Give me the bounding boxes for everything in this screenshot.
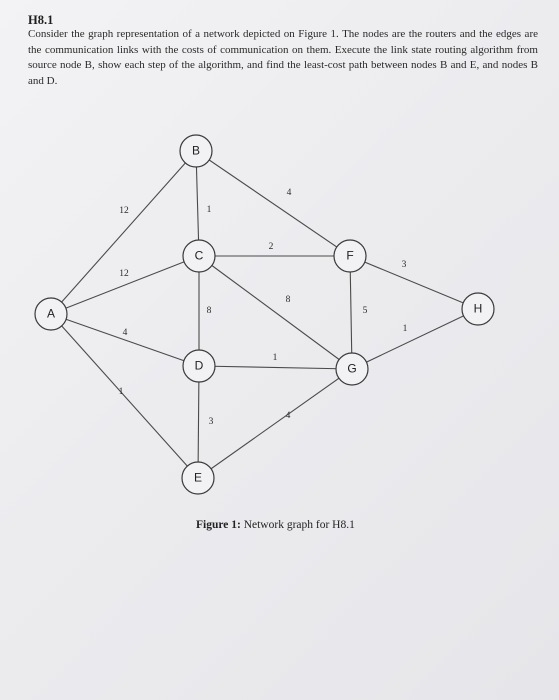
edge-cost-A-D: 4 bbox=[123, 328, 128, 338]
problem-text: Consider the graph representation of a n… bbox=[28, 28, 538, 87]
node-h: H bbox=[461, 292, 495, 326]
node-circle-a bbox=[34, 297, 68, 331]
node-label-g: G bbox=[347, 362, 356, 376]
edge-E-G bbox=[197, 368, 353, 479]
node-circle-g bbox=[335, 352, 369, 386]
edge-B-F bbox=[195, 150, 351, 257]
node-circle-d bbox=[182, 349, 216, 383]
node-b: B bbox=[179, 134, 213, 168]
node-label-c: C bbox=[195, 249, 204, 263]
edge-cost-A-E: 1 bbox=[119, 387, 124, 397]
edge-cost-C-D: 8 bbox=[207, 306, 212, 316]
node-a: A bbox=[34, 297, 68, 331]
edge-cost-A-B: 12 bbox=[119, 206, 129, 216]
node-label-e: E bbox=[194, 471, 202, 485]
edge-D-E bbox=[197, 365, 200, 479]
graph-edges bbox=[50, 150, 479, 479]
edge-A-D bbox=[50, 313, 200, 367]
node-label-f: F bbox=[346, 249, 353, 263]
edge-G-H bbox=[351, 308, 479, 370]
node-circle-e bbox=[181, 461, 215, 495]
node-f: F bbox=[333, 239, 367, 273]
node-label-h: H bbox=[474, 302, 483, 316]
edge-cost-C-F: 2 bbox=[269, 242, 274, 252]
node-e: E bbox=[181, 461, 215, 495]
edge-A-B bbox=[50, 150, 197, 315]
figure-caption: Figure 1: Network graph for H8.1 bbox=[196, 519, 355, 531]
node-circle-f bbox=[333, 239, 367, 273]
node-circle-b bbox=[179, 134, 213, 168]
node-circle-h bbox=[461, 292, 495, 326]
edge-cost-F-G: 5 bbox=[363, 306, 368, 316]
edge-F-H bbox=[349, 255, 479, 310]
edge-cost-A-C: 12 bbox=[119, 269, 129, 279]
node-label-d: D bbox=[195, 359, 204, 373]
edge-B-C bbox=[195, 150, 200, 257]
node-label-a: A bbox=[47, 307, 55, 321]
edge-cost-D-E: 3 bbox=[209, 417, 214, 427]
node-circle-c bbox=[182, 239, 216, 273]
edge-A-C bbox=[50, 255, 200, 315]
edge-A-E bbox=[50, 313, 199, 479]
node-c: C bbox=[182, 239, 216, 273]
figure-caption-text: Network graph for H8.1 bbox=[240, 519, 355, 531]
node-g: G bbox=[335, 352, 369, 386]
edge-cost-E-G: 4 bbox=[286, 411, 291, 421]
edge-cost-C-G: 8 bbox=[286, 295, 291, 305]
node-d: D bbox=[182, 349, 216, 383]
node-label-b: B bbox=[192, 144, 200, 158]
edge-D-G bbox=[198, 365, 353, 370]
edge-C-G bbox=[198, 255, 353, 370]
edge-F-G bbox=[349, 255, 353, 370]
edge-cost-B-C: 1 bbox=[207, 205, 212, 215]
problem-heading: H8.1 bbox=[28, 13, 54, 27]
edge-cost-B-F: 4 bbox=[287, 188, 292, 198]
graph-nodes: A B C D E F G H bbox=[34, 134, 495, 495]
edge-cost-G-H: 1 bbox=[403, 324, 408, 334]
edge-cost-F-H: 3 bbox=[402, 260, 407, 270]
edge-costs: 12 12 4 1 1 4 2 8 8 5 3 1 1 3 4 bbox=[119, 188, 408, 427]
figure-caption-label: Figure 1: bbox=[196, 519, 241, 531]
edge-cost-D-G: 1 bbox=[273, 353, 278, 363]
